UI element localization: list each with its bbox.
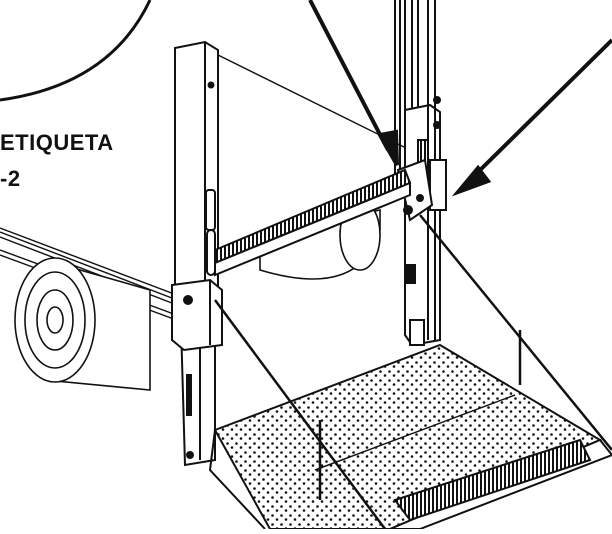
left-post (174, 40, 219, 467)
callout-label-line-1: ETIQUETA (0, 130, 114, 155)
platform-arms (213, 214, 612, 530)
callout-arrows (308, 0, 612, 197)
callout-circle (0, 0, 152, 102)
control-box (171, 278, 223, 352)
right-post (394, 0, 447, 347)
handrail-beam (214, 168, 412, 277)
callout-label-line-2: -2 (0, 166, 21, 191)
lift-platform (208, 343, 612, 530)
